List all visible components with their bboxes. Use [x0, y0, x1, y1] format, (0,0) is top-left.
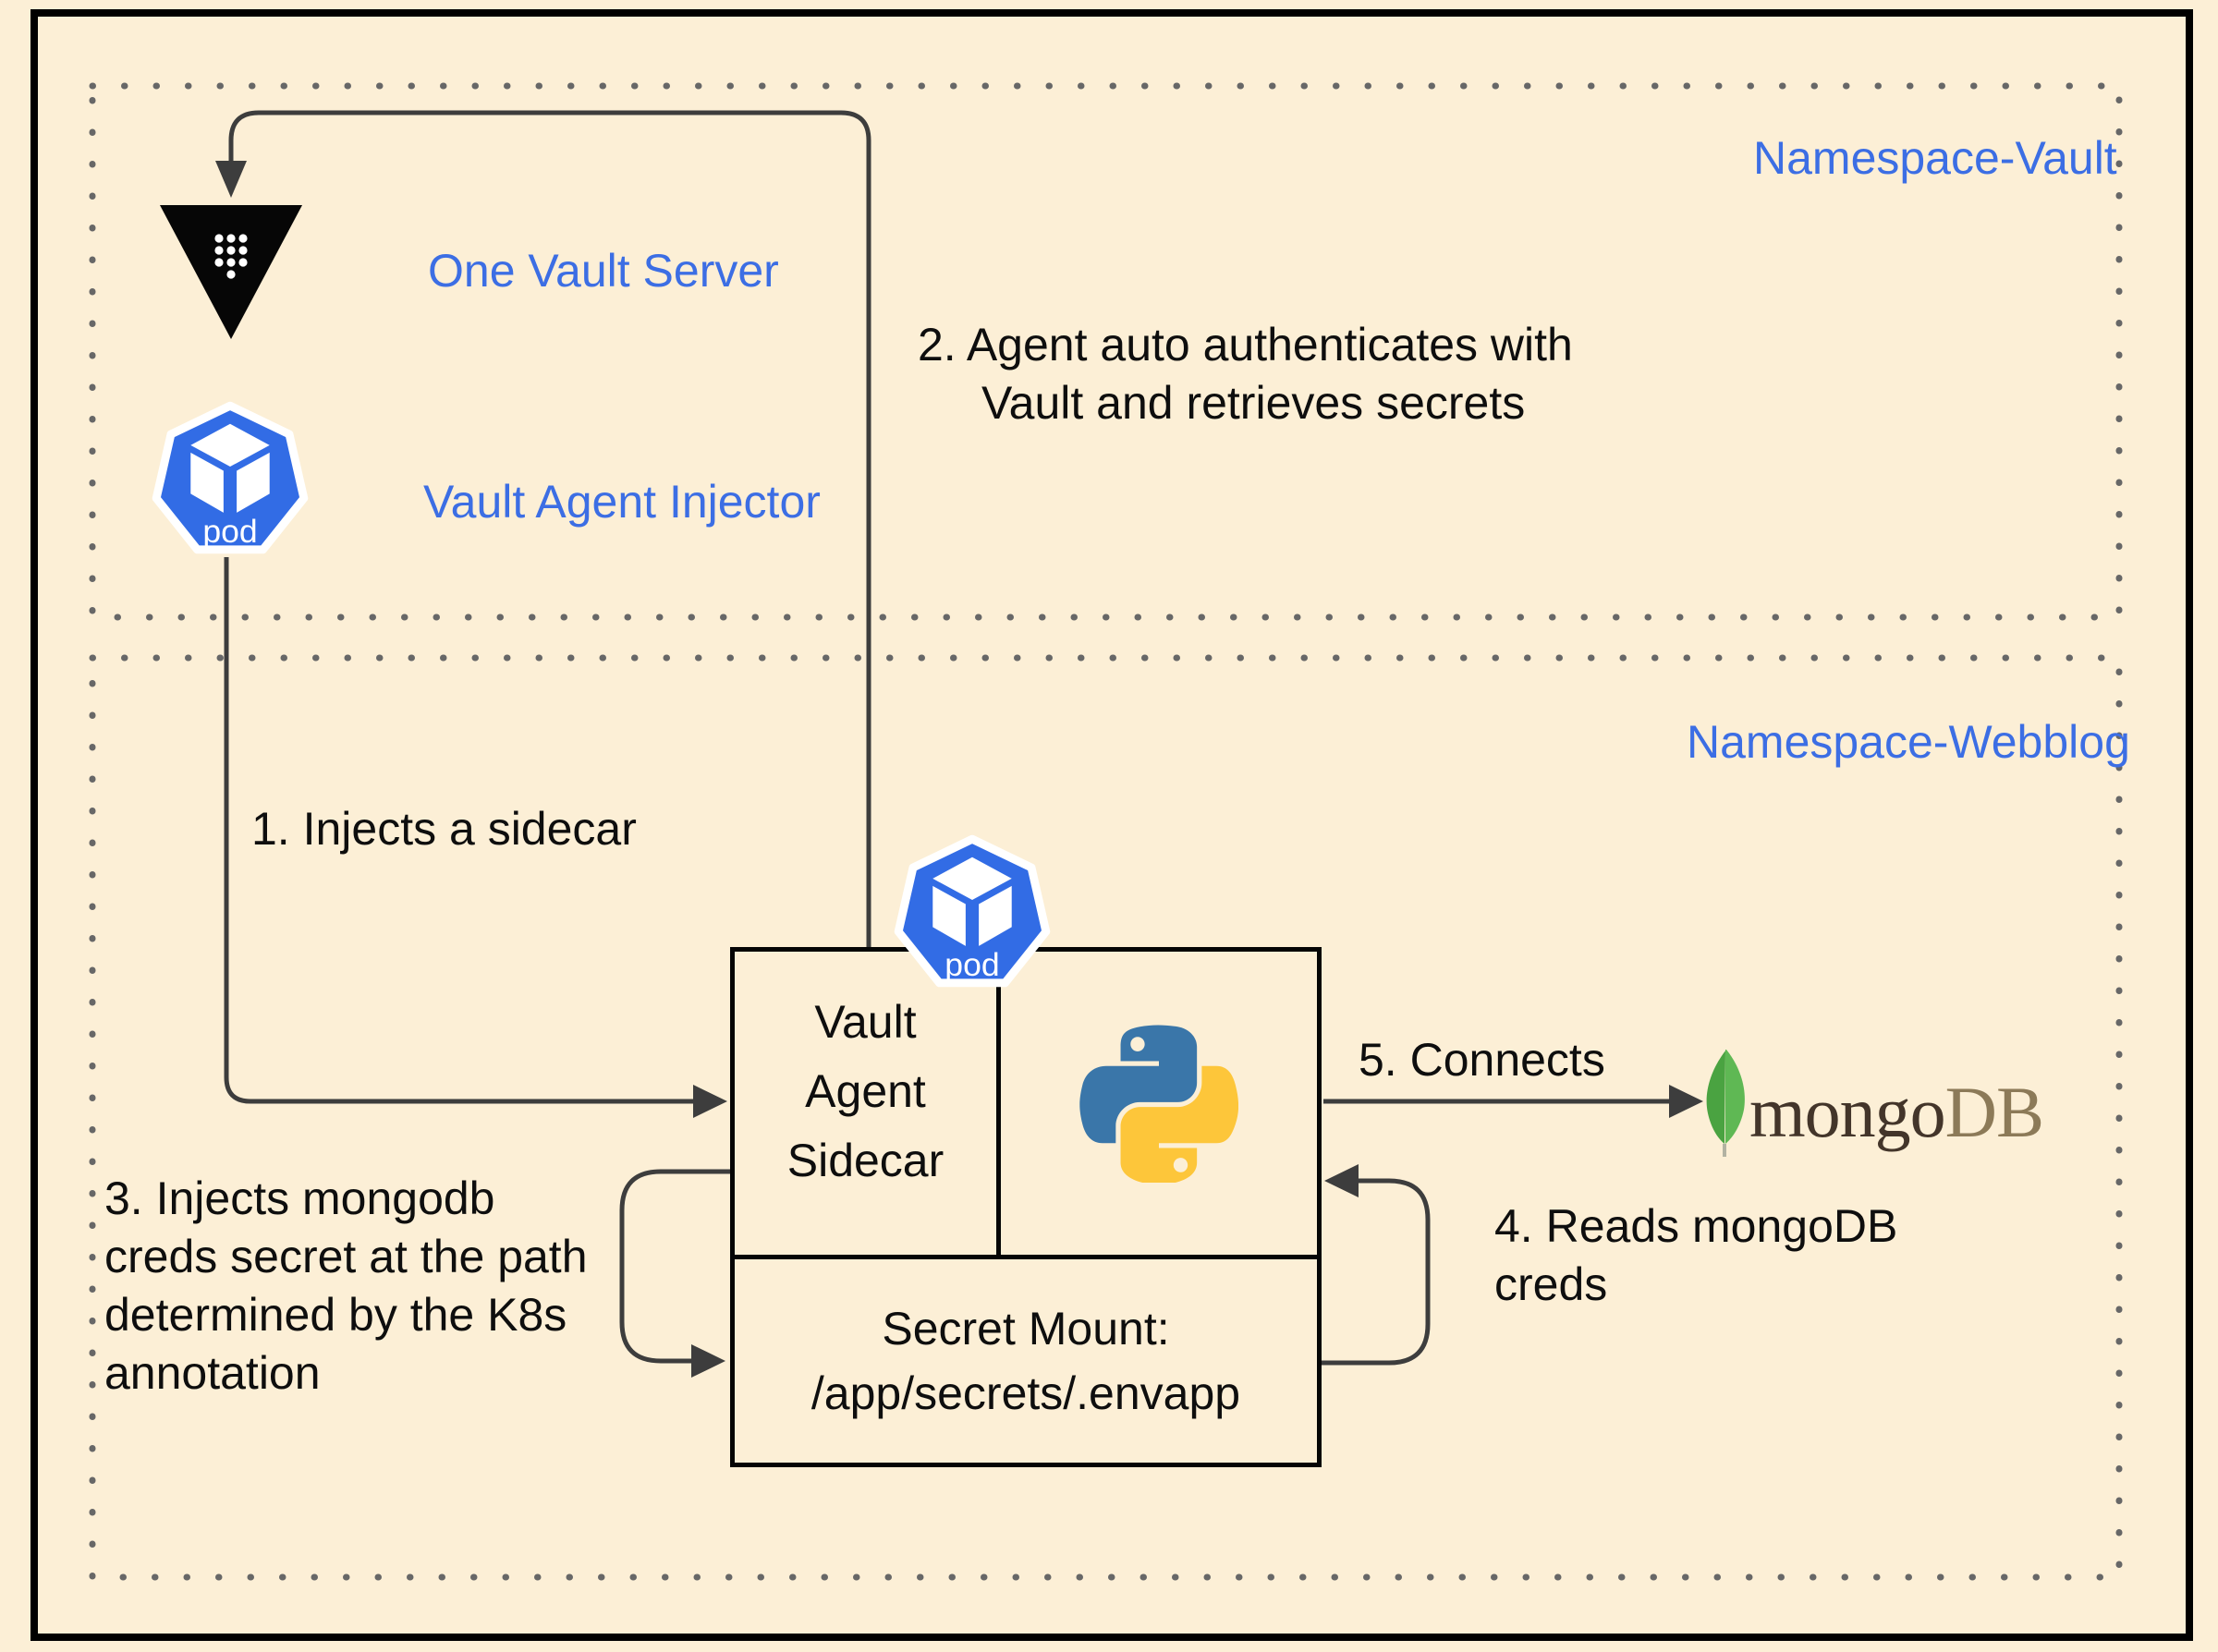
step3-line4: annotation	[104, 1347, 321, 1399]
sidecar-label-line3: Sidecar	[786, 1135, 944, 1186]
inject-sidecar-connector-line	[224, 557, 693, 1104]
step3-annotation: 3. Injects mongodb creds secret at the p…	[104, 1170, 588, 1403]
namespace-vault-region	[89, 82, 2123, 621]
vault-agent-sidecar-container: Vault Agent Sidecar	[735, 952, 1001, 1255]
reads-creds-arrowhead-icon	[1324, 1164, 1359, 1197]
mongodb-wordmark-mongo: mongo	[1749, 1072, 1946, 1152]
namespace-webblog-region	[89, 654, 2123, 1581]
vault-agent-injector-label: Vault Agent Injector	[423, 476, 821, 528]
python-logo-icon	[1079, 1025, 1238, 1183]
step5-annotation: 5. Connects	[1359, 1034, 1605, 1086]
inject-creds-connector-line	[619, 1169, 730, 1364]
secret-mount-label: Secret Mount:	[882, 1303, 1170, 1354]
secret-mount-path: /app/secrets/.envapp	[810, 1367, 1241, 1419]
step4-line1: 4. Reads mongoDB	[1494, 1200, 1898, 1252]
connects-arrowhead-icon	[1669, 1085, 1703, 1118]
secret-mount-box: Secret Mount: /app/secrets/.envapp	[730, 1255, 1322, 1467]
step2-annotation: 2. Agent auto authenticates with Vault a…	[918, 316, 1573, 432]
namespace-webblog-label: Namespace-Webblog	[1687, 716, 2130, 768]
inject-sidecar-arrowhead-icon	[693, 1085, 727, 1118]
sidecar-label-line1: Vault	[814, 996, 917, 1048]
step1-annotation: 1. Injects a sidecar	[251, 803, 637, 855]
sidecar-label-line2: Agent	[805, 1065, 926, 1117]
vault-logo-icon	[160, 205, 302, 339]
inject-creds-arrowhead-icon	[691, 1344, 725, 1378]
injector-pod-label: pod	[202, 513, 257, 550]
step3-line2: creds secret at the path	[104, 1231, 588, 1282]
step2-line2: Vault and retrieves secrets	[981, 377, 1526, 429]
auth-connector-line	[228, 110, 871, 947]
mongodb-leaf-icon	[1706, 1050, 1745, 1157]
step3-line1: 3. Injects mongodb	[104, 1172, 495, 1224]
step2-line1: 2. Agent auto authenticates with	[918, 319, 1573, 370]
injector-pod-icon: pod	[152, 401, 309, 554]
webblog-pod-icon: pod	[894, 834, 1051, 988]
python-app-container	[1001, 952, 1317, 1255]
step4-annotation: 4. Reads mongoDB creds	[1494, 1197, 1897, 1314]
step4-line2: creds	[1494, 1258, 1608, 1310]
step3-line3: determined by the K8s	[104, 1289, 567, 1341]
webblog-pod-box: Vault Agent Sidecar	[730, 947, 1322, 1259]
mongodb-wordmark: mongoDB	[1749, 1072, 2044, 1152]
namespace-vault-label: Namespace-Vault	[1753, 132, 2117, 184]
one-vault-server-label: One Vault Server	[428, 245, 779, 297]
auth-arrowhead-icon	[215, 161, 247, 198]
mongodb-wordmark-db: DB	[1944, 1072, 2044, 1152]
webblog-pod-label: pod	[944, 946, 999, 983]
reads-creds-connector-line	[1322, 1178, 1431, 1366]
